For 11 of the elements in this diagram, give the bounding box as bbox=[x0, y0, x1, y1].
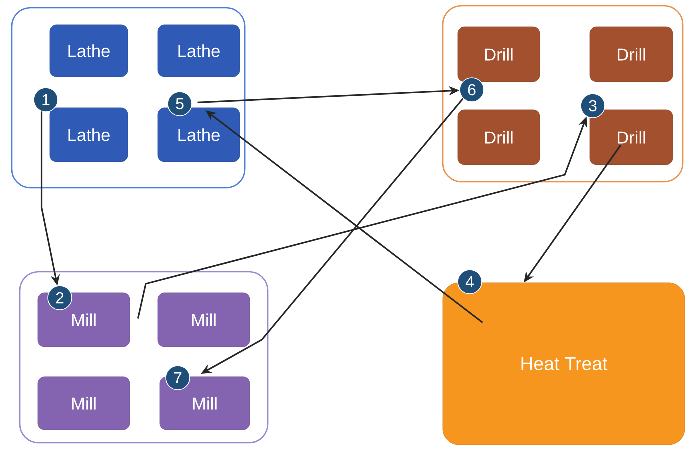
machine-box: Lathe bbox=[158, 24, 240, 78]
machine-box: Lathe bbox=[50, 24, 128, 78]
machine-box: Mill bbox=[38, 376, 130, 430]
machine-box: Drill bbox=[458, 26, 540, 82]
machine-box: Drill bbox=[458, 110, 540, 166]
cell-outline bbox=[19, 271, 269, 444]
machine-box: Lathe bbox=[50, 108, 128, 162]
machine-box: Mill bbox=[158, 292, 250, 348]
cell-outline bbox=[11, 7, 246, 189]
cell-outline bbox=[442, 5, 684, 183]
machine-box: Drill bbox=[590, 26, 674, 82]
